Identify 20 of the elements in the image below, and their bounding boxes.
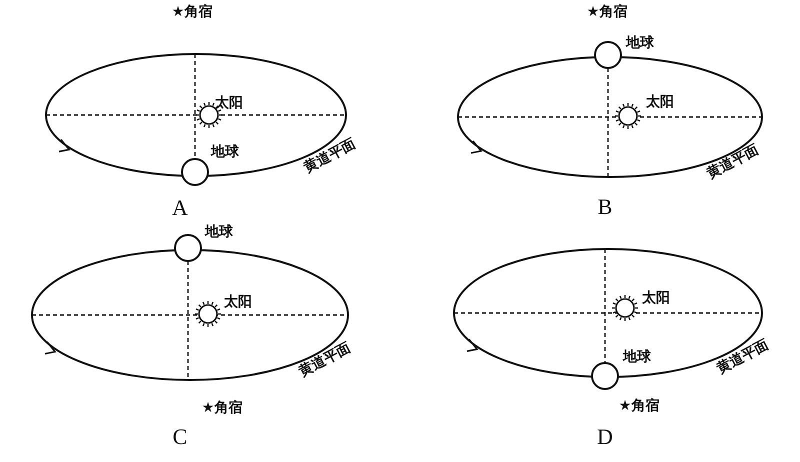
star-label: ★角宿 bbox=[202, 401, 242, 415]
star-label: ★角宿 bbox=[172, 5, 212, 19]
plane-label: 黄道平面 bbox=[715, 338, 771, 376]
sun-label: 太阳 bbox=[642, 291, 670, 305]
star-label: ★角宿 bbox=[586, 5, 628, 19]
earth-label: 地球 bbox=[626, 36, 654, 50]
earth-label: 地球 bbox=[211, 145, 239, 159]
panel-letter: D bbox=[597, 426, 613, 448]
star-label: ★角宿 bbox=[618, 399, 660, 413]
panel-letter: A bbox=[172, 197, 188, 219]
sun-label: 太阳 bbox=[646, 95, 674, 109]
panel-letter: C bbox=[172, 426, 188, 448]
panel-letter: B bbox=[598, 196, 612, 218]
sun-label: 太阳 bbox=[215, 96, 243, 110]
plane-label: 黄道平面 bbox=[705, 142, 761, 182]
sun-label: 太阳 bbox=[224, 295, 252, 309]
earth-label: 地球 bbox=[623, 350, 651, 364]
earth-label: 地球 bbox=[205, 225, 233, 239]
plane-label: 黄道平面 bbox=[302, 136, 358, 176]
plane-label: 黄道平面 bbox=[297, 340, 353, 380]
